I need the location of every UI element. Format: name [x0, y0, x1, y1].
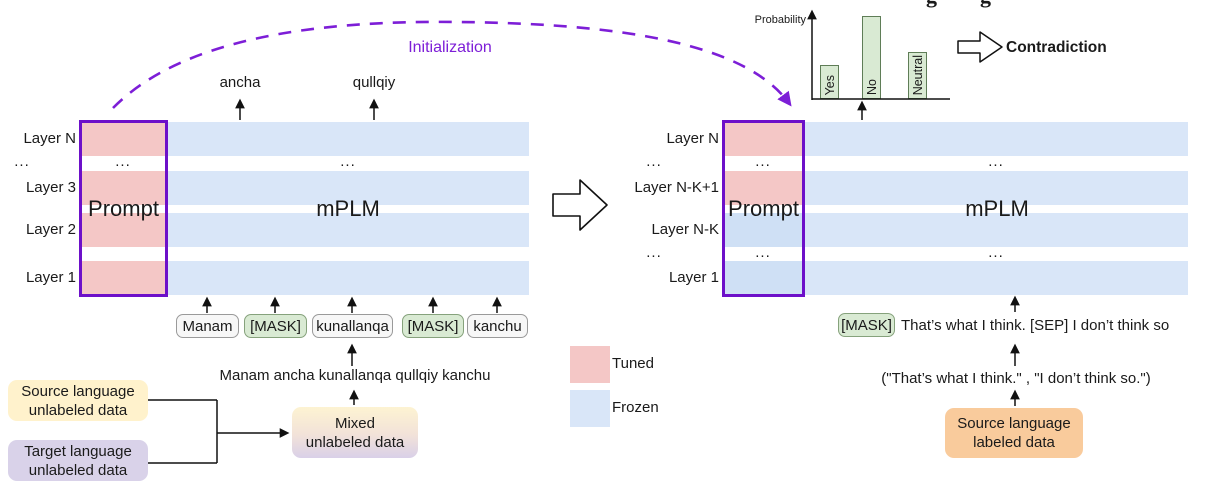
- right-prompt-cell-frozen: [725, 261, 802, 295]
- initialization-arrow: [112, 20, 792, 109]
- left-prompt-cell: [82, 261, 165, 295]
- right-mplm-label: mPLM: [965, 196, 1029, 221]
- initialization-label: Initialization: [408, 39, 492, 56]
- left-mplm-label: mPLM: [316, 196, 380, 221]
- left-layer-label: Layer 2: [25, 221, 76, 238]
- right-prompt-border: [722, 120, 805, 297]
- right-prompt-cell-frozen: [725, 213, 802, 247]
- right-layer-label: Layer 1: [668, 269, 719, 286]
- right-mplm-band-layer-1: [805, 261, 1188, 295]
- right-input-text: That’s what I think. [SEP] I don’t think…: [901, 317, 1170, 334]
- source-unlabeled-line2: unlabeled data: [28, 401, 128, 419]
- result-label: Contradiction: [1006, 39, 1107, 56]
- cropped-letter: g: [980, 0, 991, 9]
- source-labeled-line1: Source language: [957, 415, 1071, 432]
- right-mplm-band-layer-nk: [805, 213, 1188, 247]
- legend-tuned-label: Tuned: [612, 355, 654, 372]
- left-layer-label: Layer 3: [25, 179, 76, 196]
- left-prompt-label: Prompt: [88, 196, 159, 221]
- result-arrow-icon: [957, 31, 1003, 63]
- right-prompt-cell-tuned: [725, 171, 802, 205]
- legend-frozen-swatch: [570, 390, 610, 427]
- output-word-ancha: ancha: [219, 74, 261, 91]
- source-labeled-box: Source language labeled data: [945, 408, 1083, 458]
- mixed-sentence: Manam ancha kunallanqa qullqiy kanchu: [219, 367, 491, 384]
- target-unlabeled-box: Target language unlabeled data: [8, 440, 148, 481]
- right-mplm-dots: ...: [988, 153, 1004, 170]
- mixed-unlabeled-box: Mixed unlabeled data: [292, 407, 418, 458]
- cropped-letter: g: [926, 0, 937, 9]
- left-mplm-band-layer-3: [168, 171, 529, 205]
- right-layer-dots: ...: [646, 244, 662, 261]
- cropped-text-fragment: g g: [918, 0, 1014, 10]
- right-layer-label: Layer N-K+1: [634, 179, 719, 196]
- left-mplm-dots: ...: [340, 153, 356, 170]
- left-mplm-band-layer-n: [168, 122, 529, 156]
- legend-frozen-label: Frozen: [612, 399, 659, 416]
- token-mask-2: [MASK]: [402, 314, 464, 338]
- mixed-unlabeled-line2: unlabeled data: [305, 433, 405, 451]
- token-kanchu: kanchu: [467, 314, 528, 338]
- prob-chart-axes: [807, 9, 950, 100]
- left-prompt-border: [79, 120, 168, 297]
- right-prompt-cell-tuned: [725, 122, 802, 156]
- right-layer-label: Layer N-K: [651, 221, 719, 238]
- right-pair-text: ("That’s what I think." , "I don’t think…: [881, 370, 1151, 387]
- left-prompt-dots: ...: [115, 153, 131, 170]
- source-labeled-line2: labeled data: [973, 434, 1055, 451]
- prob-chart-ylabel: Probability: [754, 14, 806, 26]
- right-arrows: [857, 100, 1020, 406]
- mixed-unlabeled-line1: Mixed: [334, 414, 375, 432]
- left-prompt-cell: [82, 213, 165, 247]
- left-prompt-cell: [82, 122, 165, 156]
- left-layer-label: Layer 1: [25, 269, 76, 286]
- left-layer-dots: ...: [14, 153, 30, 170]
- right-mplm-band-layer-n: [805, 122, 1188, 156]
- source-unlabeled-line1: Source language: [21, 382, 135, 400]
- right-prompt-dots: ...: [755, 244, 771, 261]
- right-mplm-dots: ...: [988, 244, 1004, 261]
- right-mask-token: [MASK]: [838, 313, 895, 337]
- stage-transition-arrow-icon: [552, 179, 608, 231]
- token-kunallanqa: kunallanqa: [312, 314, 393, 338]
- target-unlabeled-line2: unlabeled data: [28, 461, 128, 479]
- right-layer-label: Layer N: [666, 130, 719, 147]
- right-mplm-band-layer-nk1: [805, 171, 1188, 205]
- left-mplm-band-layer-1: [168, 261, 529, 295]
- left-arrows: [148, 98, 502, 464]
- source-unlabeled-box: Source language unlabeled data: [8, 380, 148, 421]
- right-prompt-label: Prompt: [728, 196, 799, 221]
- left-prompt-cell: [82, 171, 165, 205]
- left-layer-label: Layer N: [23, 130, 76, 147]
- token-mask-1: [MASK]: [244, 314, 307, 338]
- left-mplm-band-layer-2: [168, 213, 529, 247]
- right-layer-dots: ...: [646, 153, 662, 170]
- right-prompt-dots: ...: [755, 153, 771, 170]
- target-unlabeled-line1: Target language: [24, 442, 132, 460]
- legend-tuned-swatch: [570, 346, 610, 383]
- token-manam: Manam: [176, 314, 239, 338]
- output-word-qullqiy: qullqiy: [352, 74, 396, 91]
